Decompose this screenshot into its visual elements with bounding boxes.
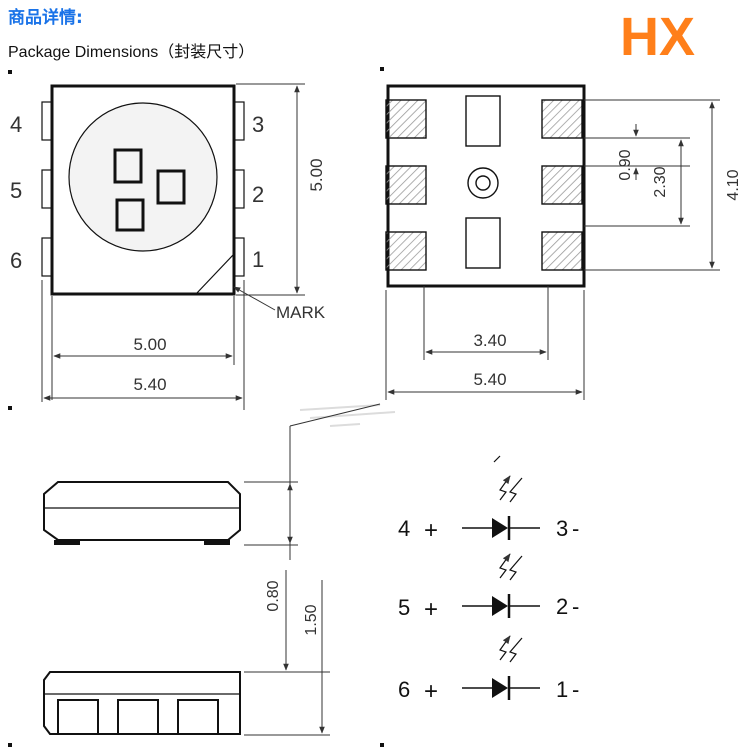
mark-notch (195, 253, 235, 295)
dim-side-bottom (244, 570, 330, 736)
watermark-smudge (299, 404, 396, 427)
dim-top-height-label: 5.00 (307, 158, 326, 191)
dim-top-total-width-label: 5.40 (133, 375, 166, 394)
dim-bottom-pads (584, 99, 720, 271)
lens-circle (68, 102, 218, 252)
light-emission-icon (499, 635, 523, 663)
pin-label-1: 1 (252, 247, 264, 272)
light-emission-icon (499, 553, 523, 581)
diode-icon (492, 596, 508, 616)
schematic-row-3: 6 + 1 - (398, 635, 579, 705)
corner-marks (8, 67, 384, 747)
schematic-row-2: 5 + 2 - (398, 553, 579, 623)
dim-pad-pitch-label: 0.90 (617, 149, 634, 180)
page-title: 商品详情: (8, 7, 83, 28)
side-view-top (43, 403, 381, 560)
led-chips (113, 148, 186, 232)
top-view-pins (41, 101, 245, 277)
side-view-bottom-pads (57, 699, 219, 735)
pin-label-2: 2 (252, 182, 264, 207)
bottom-view-pads (385, 99, 583, 271)
mark-label: MARK (276, 303, 326, 322)
dim-bottom-width-label: 5.40 (473, 370, 506, 389)
anode-sign: + (424, 517, 438, 544)
anode-label: 5 (398, 595, 410, 620)
schematic: 4 + 3 - 5 + 2 (398, 455, 579, 705)
anode-sign: + (424, 596, 438, 623)
cathode-label: 1 (556, 677, 568, 702)
brand-logo: HX (620, 7, 695, 67)
dim-side-total-label: 1.50 (303, 604, 320, 635)
dim-inner-width-label: 3.40 (473, 331, 506, 350)
dim-bottom-height-label: 4.10 (725, 169, 742, 200)
dim-side-body-label: 0.80 (265, 580, 282, 611)
pin-label-3: 3 (252, 112, 264, 137)
anode-label: 4 (398, 516, 410, 541)
cathode-sign: - (572, 516, 579, 541)
dim-top-body-width-label: 5.00 (133, 335, 166, 354)
dim-bottom-widths (385, 286, 585, 400)
dim-side-top (244, 403, 381, 560)
schematic-row-1: 4 + 3 - (398, 455, 579, 544)
diode-icon (492, 678, 508, 698)
anode-sign: + (424, 678, 438, 705)
cathode-label: 2 (556, 594, 568, 619)
pin-label-6: 6 (10, 248, 22, 273)
dim-top-height (236, 83, 305, 296)
dim-top-widths (41, 280, 245, 410)
light-emission-icon (493, 455, 523, 503)
dim-pad-span-label: 2.30 (652, 166, 669, 197)
bottom-view: 0.90 2.30 4.10 3.40 5.40 (299, 84, 742, 427)
side-view-bottom: 0.80 1.50 (43, 570, 330, 736)
pin-label-4: 4 (10, 112, 22, 137)
side-view-top-body (43, 481, 241, 541)
top-view: MARK 4 5 6 3 2 1 5.00 5.00 5.40 (10, 83, 326, 410)
bottom-view-center (465, 95, 501, 269)
pin-label-5: 5 (10, 178, 22, 203)
anode-label: 6 (398, 677, 410, 702)
diode-icon (492, 518, 508, 538)
cathode-label: 3 (556, 516, 568, 541)
cathode-sign: - (572, 594, 579, 619)
cathode-sign: - (572, 677, 579, 702)
page-subtitle: Package Dimensions（封装尺寸） (8, 43, 254, 61)
